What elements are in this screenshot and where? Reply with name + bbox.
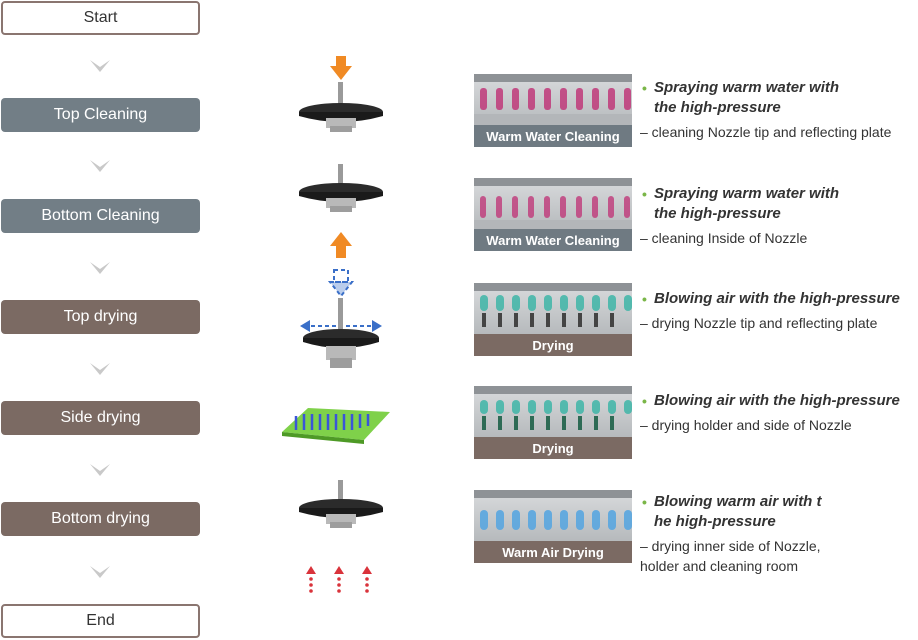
flow-step-bottom-drying: Bottom drying: [1, 502, 200, 536]
detail-heading: Spraying warm water with the high-pressu…: [654, 79, 840, 116]
detail-heading: Blowing air with the high-pressure: [654, 392, 900, 409]
photo-warm-water-cleaning-top: Warm Water Cleaning: [474, 74, 632, 147]
detail-sub: – drying inner side of Nozzle, holder an…: [640, 538, 821, 574]
bullet-icon: •: [642, 393, 647, 409]
flow-end-label: End: [86, 612, 115, 629]
nozzle-bottom-cleaning-illustration: [299, 164, 383, 258]
detail-sub: – cleaning Nozzle tip and reflecting pla…: [640, 124, 892, 140]
nozzle-bottom-drying-illustration: [299, 480, 383, 593]
detail-heading: Spraying warm water with the high-pressu…: [654, 185, 840, 222]
chevron-down-icon: [90, 262, 110, 274]
detail-sub: – drying holder and side of Nozzle: [640, 417, 852, 433]
detail-top-drying: • Blowing air with the high-pressure – dr…: [640, 289, 918, 333]
flow-step-label: Bottom drying: [51, 510, 150, 527]
detail-top-cleaning: • Spraying warm water with the high-press…: [640, 78, 918, 142]
flow-step-label: Bottom Cleaning: [41, 207, 160, 224]
photo-label: Warm Water Cleaning: [474, 125, 632, 147]
flow-step-label: Top Cleaning: [53, 106, 148, 123]
nozzle-row-spray-image: [474, 178, 632, 229]
nozzle-row-air-image: [474, 386, 632, 430]
red-dotted-arrow-up-icon: [306, 566, 372, 593]
chevron-down-icon: [90, 60, 110, 72]
chevron-down-icon: [90, 464, 110, 476]
chevron-down-icon: [90, 160, 110, 172]
detail-bottom-drying: • Blowing warm air with t he high-pressur…: [640, 492, 918, 576]
detail-sub: – cleaning Inside of Nozzle: [640, 230, 808, 246]
photo-label: Drying: [474, 334, 632, 356]
photo-drying-top: Drying: [474, 283, 632, 356]
photo-drying-side: Drying: [474, 386, 632, 459]
flow-end-box: End: [1, 604, 200, 638]
nozzle-top-cleaning-illustration: [299, 56, 383, 132]
flow-step-top-drying: Top drying: [1, 300, 200, 334]
nozzle-row-spray-image: [474, 74, 632, 125]
flow-start-label: Start: [83, 9, 118, 26]
bullet-icon: •: [642, 80, 647, 96]
flow-step-top-cleaning: Top Cleaning: [1, 98, 200, 132]
photo-label: Warm Air Drying: [474, 541, 632, 563]
flow-step-label: Top drying: [63, 308, 138, 325]
photo-warm-water-cleaning-bottom: Warm Water Cleaning: [474, 178, 632, 251]
detail-bottom-cleaning: • Spraying warm water with the high-press…: [640, 184, 918, 248]
bullet-icon: •: [642, 291, 647, 307]
bullet-icon: •: [642, 494, 647, 510]
flow-step-label: Side drying: [60, 409, 141, 426]
nozzle-row-warm-air-image: [474, 490, 632, 530]
flow-step-side-drying: Side drying: [1, 401, 200, 435]
detail-heading: Blowing air with the high-pressure: [654, 290, 900, 307]
flow-start-box: Start: [1, 1, 200, 35]
chevron-down-icon: [90, 363, 110, 375]
chevron-down-icon: [90, 566, 110, 578]
detail-sub: – drying Nozzle tip and reflecting plate: [640, 315, 878, 331]
detail-heading: Blowing warm air with t he high-pressure: [654, 493, 822, 530]
orange-arrow-up-icon: [330, 232, 352, 258]
photo-warm-air-drying: Warm Air Drying: [474, 490, 632, 563]
orange-arrow-down-icon: [330, 56, 352, 80]
nozzle-row-air-image: [474, 283, 632, 327]
bullet-icon: •: [642, 186, 647, 202]
flow-step-bottom-cleaning: Bottom Cleaning: [1, 199, 200, 233]
holder-side-drying-illustration: [282, 408, 390, 444]
photo-label: Warm Water Cleaning: [474, 229, 632, 251]
detail-side-drying: • Blowing air with the high-pressure – dr…: [640, 391, 918, 435]
nozzle-top-drying-illustration: [300, 269, 382, 368]
photo-label: Drying: [474, 437, 632, 459]
